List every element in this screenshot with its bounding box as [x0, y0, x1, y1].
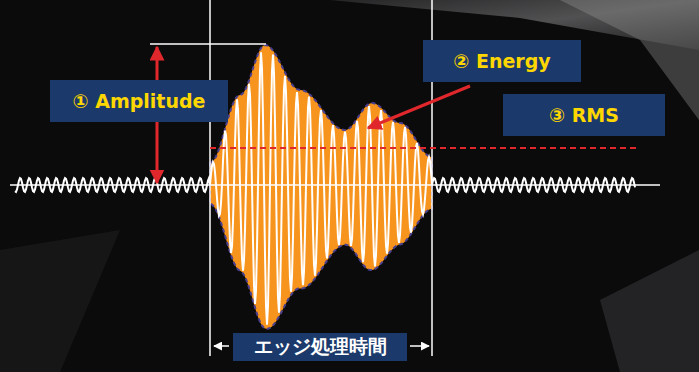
- metal-surface: [0, 230, 120, 372]
- label-text: ② Energy: [453, 50, 550, 72]
- signal-group: [15, 45, 635, 329]
- duration-arrow: [410, 345, 429, 347]
- label-text: ① Amplitude: [73, 90, 206, 112]
- edge-start-line: [209, 0, 211, 356]
- label-text: ③ RMS: [549, 104, 619, 126]
- duration-arrow: [214, 345, 229, 347]
- label-text: エッジ処理時間: [254, 334, 387, 360]
- peak-reference-line: [150, 43, 266, 45]
- baseline: [10, 184, 660, 186]
- energy-envelope: [210, 45, 432, 329]
- metal-surface: [600, 250, 699, 372]
- amplitude-label-box: ① Amplitude: [50, 80, 228, 122]
- energy-label-box: ② Energy: [423, 40, 581, 82]
- energy-pointer: [368, 86, 470, 128]
- duration-label-box: エッジ処理時間: [233, 333, 407, 361]
- rms-line: [210, 147, 640, 149]
- rms-label-box: ③ RMS: [503, 94, 665, 136]
